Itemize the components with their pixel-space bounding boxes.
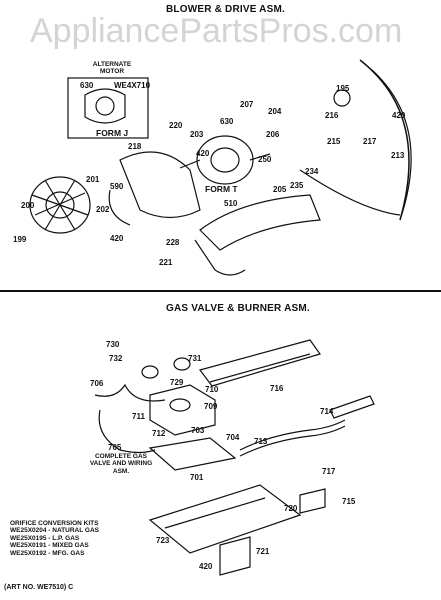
part-we4x710: WE4X710: [114, 81, 151, 90]
part-label: 715: [342, 497, 356, 506]
part-label: 714: [320, 407, 334, 416]
orifice-kit-line: WE25X0191 - MIXED GAS: [10, 542, 89, 550]
part-label: 590: [110, 182, 124, 191]
part-label: 709: [204, 402, 218, 411]
part-label: 200: [21, 201, 35, 210]
part-label: 704: [226, 433, 240, 442]
part-label: 203: [190, 130, 204, 139]
part-label: 213: [391, 151, 405, 160]
blower-drive-header: BLOWER & DRIVE ASM.: [166, 4, 285, 15]
part-label: 220: [169, 121, 183, 130]
part-label: 732: [109, 354, 123, 363]
alternate-motor-label: ALTERNATE MOTOR: [92, 61, 132, 76]
part-label: 712: [152, 429, 166, 438]
part-label: 205: [273, 185, 287, 194]
part-label: 221: [159, 258, 173, 267]
part-label: 711: [132, 412, 145, 421]
part-label: 706: [90, 379, 104, 388]
part-label: 630: [220, 117, 234, 126]
part-label: 510: [224, 199, 238, 208]
part-label: 207: [240, 100, 254, 109]
part-label: 710: [205, 385, 219, 394]
part-label: 703: [191, 426, 205, 435]
part-label: 250: [258, 155, 272, 164]
part-label: 729: [170, 378, 184, 387]
orifice-kits-block: ORIFICE CONVERSION KITS WE25X0204 - NATU…: [10, 520, 99, 557]
orifice-kit-line: WE25X0204 - NATURAL GAS: [10, 527, 99, 535]
form-t-label: FORM T: [205, 184, 238, 194]
part-label: 721: [256, 547, 270, 556]
part-label: 420: [110, 234, 124, 243]
part-label: 201: [86, 175, 100, 184]
orifice-kit-line: WE25X0195 - L.P. GAS: [10, 534, 80, 542]
section-divider: [0, 290, 441, 292]
orifice-kits-title: ORIFICE CONVERSION KITS: [10, 520, 99, 527]
complete-gas-valve-label: COMPLETE GAS VALVE AND WIRING ASM.: [89, 453, 153, 475]
part-label: 731: [188, 354, 202, 363]
part-label: 720: [284, 504, 298, 513]
part-label: 206: [266, 130, 280, 139]
part-label: 420: [392, 111, 406, 120]
part-label: 202: [96, 205, 110, 214]
art-number: (ART NO. WE7510) C: [4, 584, 74, 591]
part-label: 713: [254, 437, 268, 446]
part-label: 228: [166, 238, 180, 247]
part-label: 204: [268, 107, 282, 116]
gas-valve-burner-header: GAS VALVE & BURNER ASM.: [166, 303, 310, 314]
part-label: 420: [196, 149, 210, 158]
alternate-motor-box: [67, 77, 149, 139]
watermark: AppliancePartsPros.com: [30, 12, 403, 50]
part-label: 216: [325, 111, 339, 120]
part-label: 717: [322, 467, 336, 476]
orifice-kit-line: WE25X0192 - MFG. GAS: [10, 549, 85, 557]
part-630-alt: 630: [80, 81, 94, 90]
part-label: 195: [336, 84, 350, 93]
part-label: 217: [363, 137, 377, 146]
part-label: 705: [108, 443, 122, 452]
part-label: 716: [270, 384, 284, 393]
part-label: 199: [13, 235, 27, 244]
part-label: 218: [128, 142, 142, 151]
part-label: 420: [199, 562, 213, 571]
part-label: 234: [305, 167, 319, 176]
part-label: 235: [290, 181, 304, 190]
part-label: 701: [190, 473, 204, 482]
form-j-label: FORM J: [96, 128, 129, 138]
part-label: 730: [106, 340, 120, 349]
part-label: 215: [327, 137, 341, 146]
part-label: 723: [156, 536, 170, 545]
